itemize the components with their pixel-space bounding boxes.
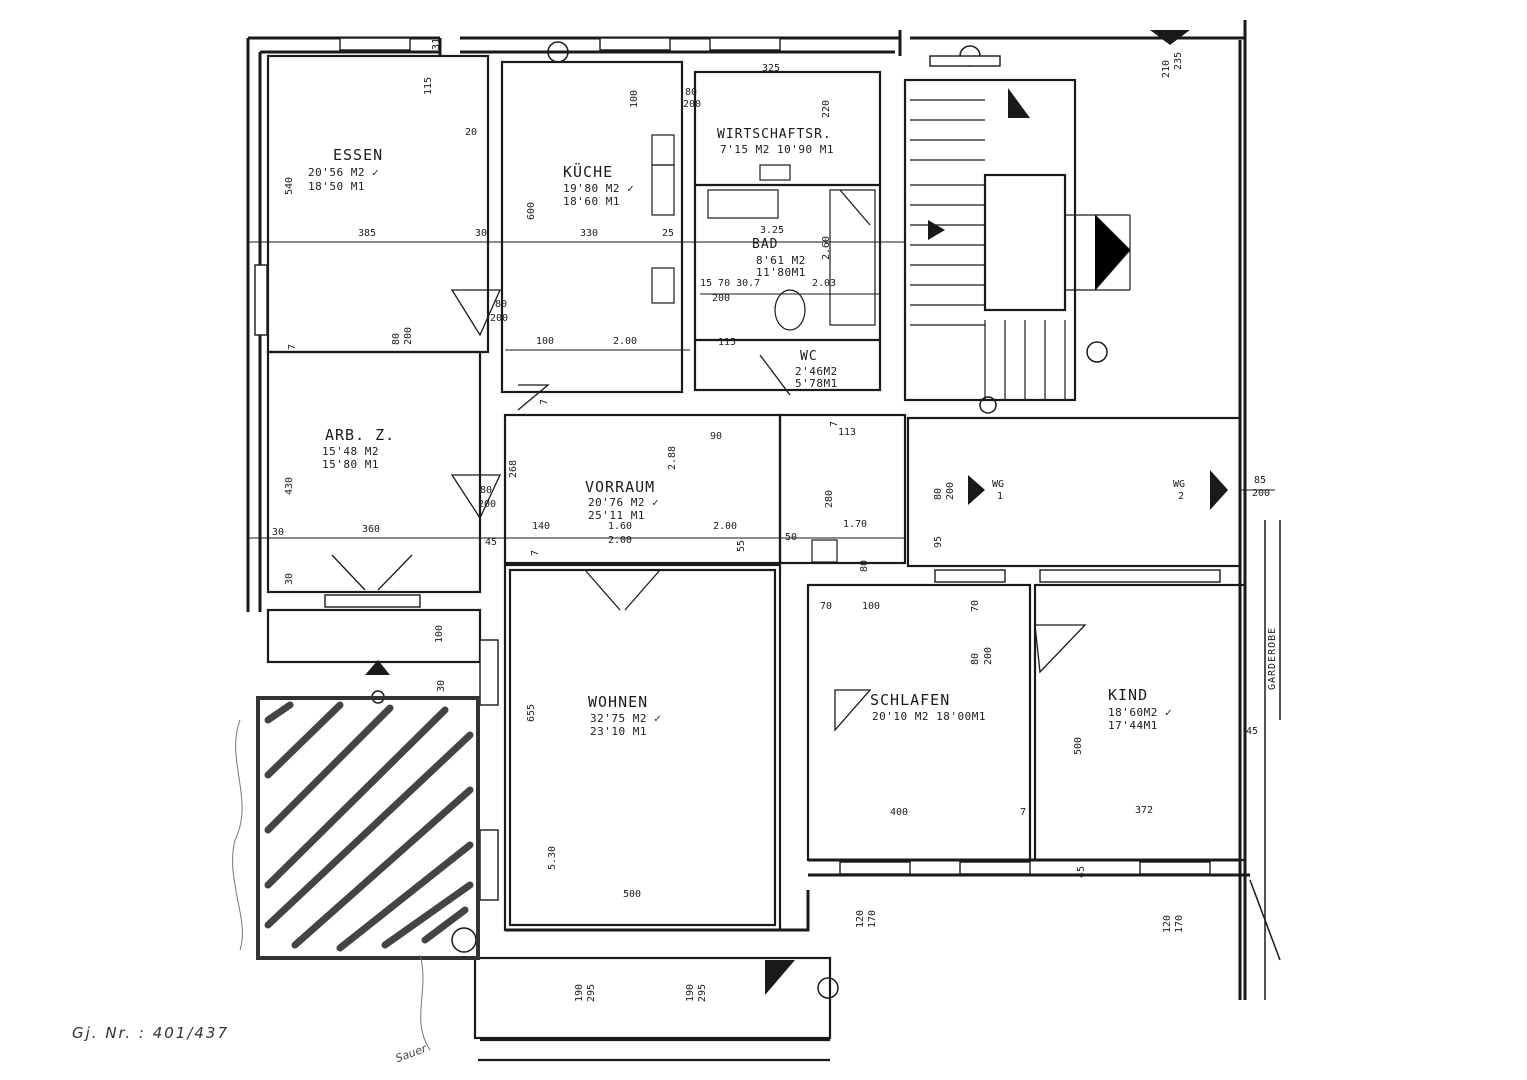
interior-walls <box>266 54 1247 1062</box>
door-swings <box>331 189 1087 732</box>
right-wall-strip <box>1249 520 1281 1000</box>
hatched-area <box>232 696 480 1051</box>
staircase <box>910 99 1131 400</box>
vent-symbols <box>365 30 1228 995</box>
windows <box>254 37 1221 901</box>
fixtures <box>651 134 876 563</box>
dimension-lines <box>248 241 1275 539</box>
